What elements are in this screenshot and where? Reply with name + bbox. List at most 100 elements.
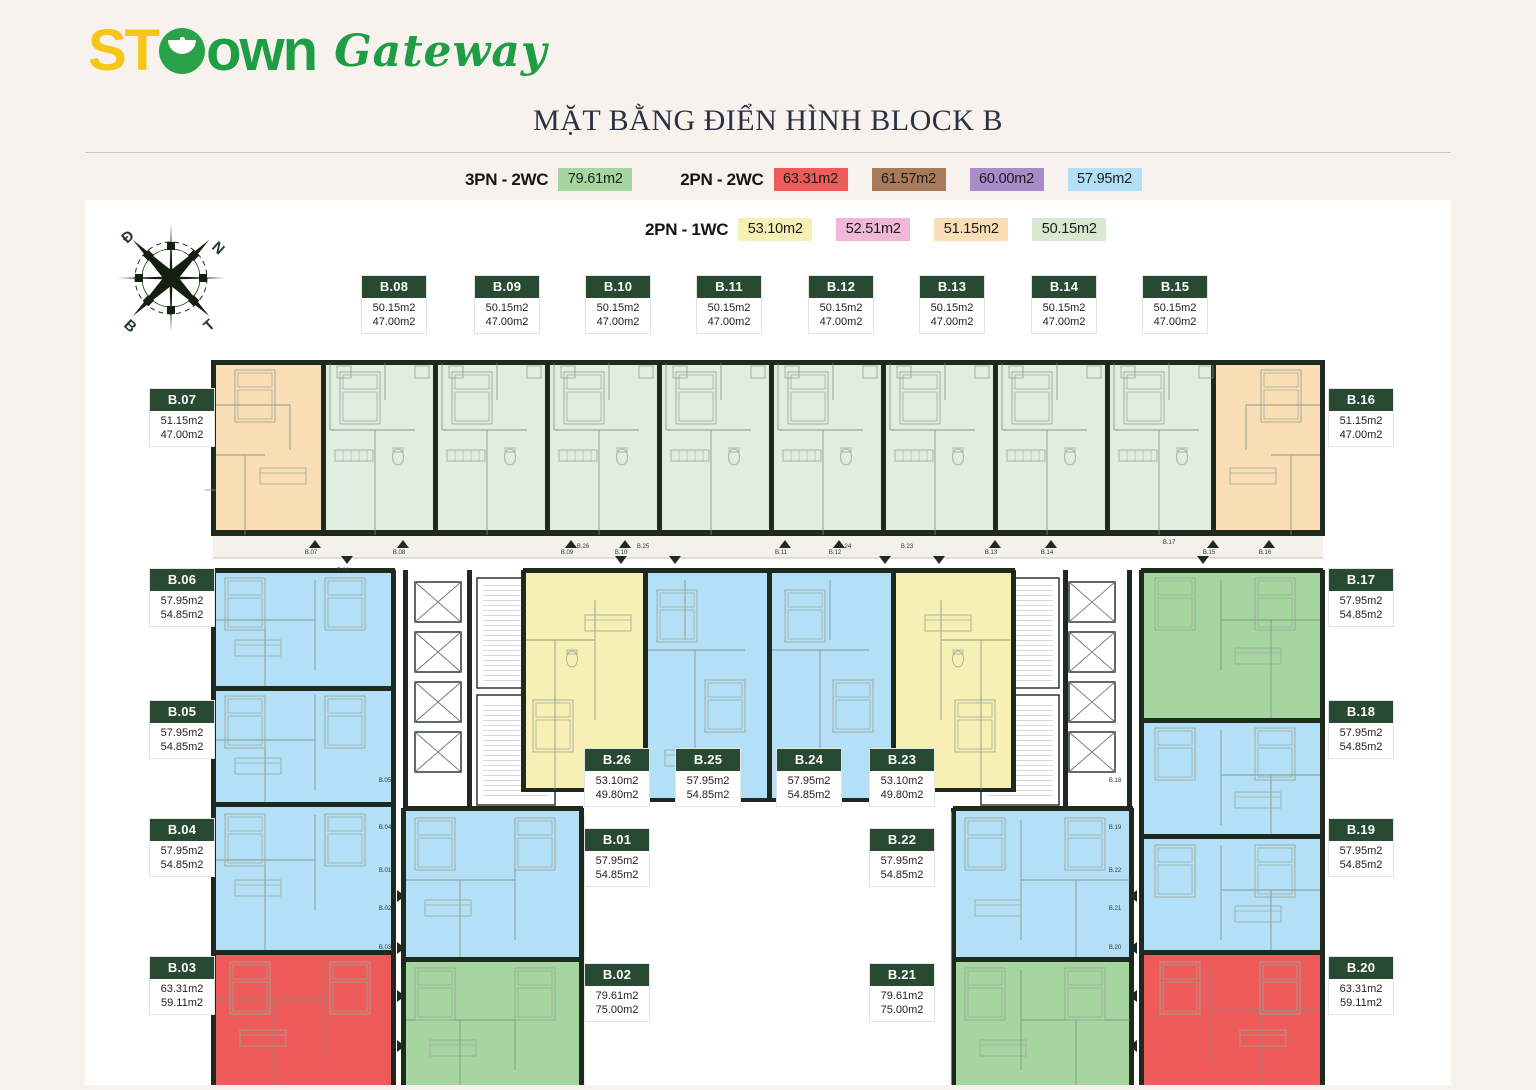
door-marker-b21: B.21	[1108, 906, 1122, 912]
unit-tag-b09-gross: 50.15m2	[485, 302, 529, 314]
unit-tag-b14[interactable]: B.14 50.15m2 47.00m2	[1031, 275, 1097, 335]
unit-tag-b08-id: B.08	[362, 276, 426, 298]
door-marker-b11: B.11	[775, 550, 787, 556]
unit-tag-b24-net: 54.85m2	[787, 789, 831, 802]
unit-tag-b04-gross: 57.95m2	[160, 845, 204, 857]
unit-tag-b22[interactable]: B.22 57.95m2 54.85m2	[869, 828, 935, 888]
door-marker-b03: B.03	[378, 945, 392, 951]
door-marker-b23: B.23	[900, 544, 914, 550]
unit-tag-b15-gross: 50.15m2	[1153, 302, 1197, 314]
unit-tag-b01-gross: 57.95m2	[595, 855, 639, 867]
legend-swatch-79-61: 79.61m2	[558, 168, 633, 191]
unit-fill-b21	[953, 960, 1133, 1085]
unit-tag-b26[interactable]: B.26 53.10m2 49.80m2	[584, 748, 650, 808]
unit-tag-b03-areas: 63.31m2 59.11m2	[150, 979, 214, 1014]
unit-tag-b09-areas: 50.15m2 47.00m2	[475, 298, 539, 333]
unit-tag-b05[interactable]: B.05 57.95m2 54.85m2	[149, 700, 215, 760]
legend-label-2pn-2wc: 2PN - 2WC	[680, 169, 764, 189]
unit-tag-b04-areas: 57.95m2 54.85m2	[150, 841, 214, 876]
unit-tag-b24[interactable]: B.24 57.95m2 54.85m2	[776, 748, 842, 808]
door-marker-b15: B.15	[1202, 550, 1216, 556]
unit-tag-b25[interactable]: B.25 57.95m2 54.85m2	[675, 748, 741, 808]
unit-fill-b07	[213, 363, 323, 535]
unit-tag-b12-id: B.12	[809, 276, 873, 298]
unit-tag-b17-areas: 57.95m2 54.85m2	[1329, 591, 1393, 626]
unit-tag-b09[interactable]: B.09 50.15m2 47.00m2	[474, 275, 540, 335]
door-marker-b17: B.17	[1162, 540, 1176, 546]
unit-tag-b15[interactable]: B.15 50.15m2 47.00m2	[1142, 275, 1208, 335]
unit-tag-b21[interactable]: B.21 79.61m2 75.00m2	[869, 963, 935, 1023]
unit-tag-b02-net: 75.00m2	[595, 1004, 639, 1017]
unit-fill-b04	[213, 804, 395, 952]
unit-tag-b20-gross: 63.31m2	[1339, 983, 1383, 995]
unit-tag-b15-net: 47.00m2	[1153, 316, 1197, 329]
legend: 3PN - 2WC 79.61m2 2PN - 2WC 63.31m2 61.5…	[85, 168, 1451, 260]
legend-swatch-57-95: 57.95m2	[1067, 168, 1142, 191]
unit-tag-b02-gross: 79.61m2	[595, 990, 639, 1002]
unit-tag-b14-gross: 50.15m2	[1042, 302, 1086, 314]
unit-tag-b20[interactable]: B.20 63.31m2 59.11m2	[1328, 956, 1394, 1016]
unit-tag-b15-id: B.15	[1143, 276, 1207, 298]
unit-tag-b01[interactable]: B.01 57.95m2 54.85m2	[584, 828, 650, 888]
floorplan-panel: 3PN - 2WC 79.61m2 2PN - 2WC 63.31m2 61.5…	[85, 168, 1451, 1085]
unit-tag-b17[interactable]: B.17 57.95m2 54.85m2	[1328, 568, 1394, 628]
unit-tag-b11-gross: 50.15m2	[707, 302, 751, 314]
unit-tag-b23[interactable]: B.23 53.10m2 49.80m2	[869, 748, 935, 808]
unit-tag-b13[interactable]: B.13 50.15m2 47.00m2	[919, 275, 985, 335]
logo-wordmark: ST own	[88, 22, 318, 80]
floorplan-drawing	[85, 200, 1451, 1085]
unit-tag-b22-gross: 57.95m2	[880, 855, 924, 867]
unit-tag-b23-gross: 53.10m2	[880, 775, 924, 787]
door-marker-b13: B.13	[984, 550, 998, 556]
door-marker-b02: B.02	[378, 906, 392, 912]
door-marker-b16: B.16	[1258, 550, 1272, 556]
unit-tag-b08[interactable]: B.08 50.15m2 47.00m2	[361, 275, 427, 335]
unit-tag-b16-id: B.16	[1329, 389, 1393, 411]
unit-tag-b06[interactable]: B.06 57.95m2 54.85m2	[149, 568, 215, 628]
door-marker-b14: B.14	[1040, 550, 1054, 556]
unit-tag-b10[interactable]: B.10 50.15m2 47.00m2	[585, 275, 651, 335]
page-title: MẶT BẰNG ĐIỂN HÌNH BLOCK B	[533, 104, 1003, 137]
unit-tag-b05-gross: 57.95m2	[160, 727, 204, 739]
unit-tag-b16[interactable]: B.16 51.15m2 47.00m2	[1328, 388, 1394, 448]
logo-tagline: Gateway	[334, 25, 548, 77]
unit-tag-b01-areas: 57.95m2 54.85m2	[585, 851, 649, 886]
unit-tag-b14-id: B.14	[1032, 276, 1096, 298]
unit-tag-b19[interactable]: B.19 57.95m2 54.85m2	[1328, 818, 1394, 878]
legend-row-3pn: 3PN - 2WC 79.61m2 2PN - 2WC 63.31m2 61.5…	[465, 168, 1142, 191]
unit-tag-b09-id: B.09	[475, 276, 539, 298]
unit-tag-b04[interactable]: B.04 57.95m2 54.85m2	[149, 818, 215, 878]
unit-tag-b07-net: 47.00m2	[160, 429, 204, 442]
unit-tag-b03-net: 59.11m2	[161, 997, 203, 1010]
unit-tag-b18-id: B.18	[1329, 701, 1393, 723]
unit-tag-b17-id: B.17	[1329, 569, 1393, 591]
unit-fill-b25	[645, 572, 769, 800]
legend-label-2pn-1wc: 2PN - 1WC	[645, 219, 729, 239]
unit-fill-b26	[523, 572, 645, 790]
unit-tag-b19-areas: 57.95m2 54.85m2	[1329, 841, 1393, 876]
door-marker-b08: B.08	[392, 550, 406, 556]
unit-tag-b04-net: 54.85m2	[160, 859, 204, 872]
unit-tag-b10-areas: 50.15m2 47.00m2	[586, 298, 650, 333]
unit-tag-b02[interactable]: B.02 79.61m2 75.00m2	[584, 963, 650, 1023]
unit-tag-b12[interactable]: B.12 50.15m2 47.00m2	[808, 275, 874, 335]
unit-tag-b10-net: 47.00m2	[596, 316, 640, 329]
unit-tag-b02-areas: 79.61m2 75.00m2	[585, 986, 649, 1021]
unit-fill-b03	[213, 952, 395, 1085]
unit-tag-b14-net: 47.00m2	[1042, 316, 1086, 329]
unit-tag-b06-id: B.06	[150, 569, 214, 591]
unit-tag-b06-areas: 57.95m2 54.85m2	[150, 591, 214, 626]
leaf-circle-icon	[159, 28, 206, 74]
unit-fill-b22	[953, 810, 1133, 960]
door-marker-b18: B.18	[1108, 778, 1122, 784]
unit-tag-b11-net: 47.00m2	[707, 316, 751, 329]
unit-tag-b09-net: 47.00m2	[485, 316, 529, 329]
unit-tag-b05-id: B.05	[150, 701, 214, 723]
unit-tag-b11[interactable]: B.11 50.15m2 47.00m2	[696, 275, 762, 335]
unit-tag-b03[interactable]: B.03 63.31m2 59.11m2	[149, 956, 215, 1016]
unit-tag-b07[interactable]: B.07 51.15m2 47.00m2	[149, 388, 215, 448]
legend-swatch-52-51: 52.51m2	[836, 218, 911, 241]
unit-tag-b13-net: 47.00m2	[930, 316, 974, 329]
legend-label-3pn-2wc: 3PN - 2WC	[465, 169, 549, 189]
unit-tag-b18[interactable]: B.18 57.95m2 54.85m2	[1328, 700, 1394, 760]
